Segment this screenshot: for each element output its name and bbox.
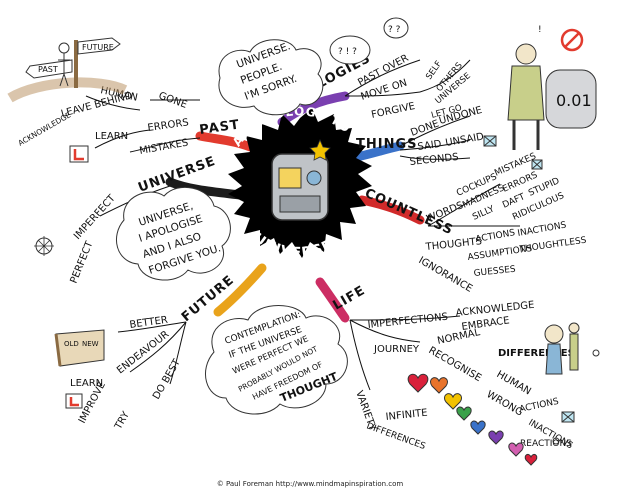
things-seconds: SECONDS (409, 152, 459, 168)
branch-label-past: PAST (198, 117, 240, 138)
branch-label-life: LIFE (331, 283, 369, 313)
envelope-icon-2 (531, 159, 543, 170)
branch-things: THINGS DONE UNDONE SAID UNSAID SECONDS 0… (356, 25, 597, 168)
svg-text:!: ! (538, 25, 542, 35)
branch-past: PAST HUMAN GONE LEAVE BEHIND ACKNOWLEDGE… (7, 37, 241, 163)
future-endeavour: ENDEAVOUR (115, 329, 171, 376)
signpost-image: PAST FUTURE (7, 37, 128, 103)
countless-guesses: GUESSES (473, 265, 516, 279)
star-icon (309, 138, 331, 161)
branch-future: FUTURE BETTER ENDEAVOUR DO BEST LEARN IM… (54, 273, 237, 432)
life-actions: ACTIONS (519, 397, 560, 415)
life-normal: NORMAL (436, 327, 481, 347)
past-acknowledge: ACKNOWLEDGE (17, 110, 73, 148)
book-old: OLD (64, 340, 79, 348)
countless-inactions: INACTIONS (517, 220, 568, 238)
cloud-top: UNIVERSE. PEOPLE. I'M SORRY. (218, 39, 324, 116)
branch-label-things: THINGS (356, 137, 418, 152)
clock-readout: 0.01 (556, 91, 592, 110)
things-unsaid: UNSAID (445, 131, 485, 149)
sign-future: FUTURE (82, 43, 114, 52)
capsule-window (278, 167, 302, 189)
apologies-marks-1: ? ! ? (338, 47, 357, 57)
life-differences: DIFFERENCES (498, 348, 575, 359)
future-better: BETTER (129, 315, 169, 331)
life-human: HUMAN (495, 369, 533, 397)
branch-countless: COUNTLESS WORDS COCKUPS MISTAKES MADNESS… (362, 151, 587, 294)
future-do-best: DO BEST (151, 357, 183, 402)
capsule-dial (306, 170, 322, 186)
sign-past: PAST (38, 65, 58, 74)
person-with-clock-image: 0.01 ! (507, 25, 597, 150)
stem-life (315, 277, 350, 323)
life-differences-2: DIFFERENCES (365, 421, 427, 452)
book-image: OLD NEW (54, 329, 105, 367)
life-imperfections: IMPERFECTIONS (367, 312, 448, 331)
cloud-bottom: CONTEMPLATION: IF THE UNIVERSE WERE PERF… (205, 305, 348, 415)
things-done: DONE (409, 118, 440, 138)
life-journey: JOURNEY (373, 344, 420, 355)
future-try: TRY (113, 409, 133, 432)
stem-countless (357, 195, 425, 225)
capsule-panel (279, 195, 321, 213)
stem-future (213, 263, 267, 317)
things-said: SAID (417, 139, 443, 153)
past-errors: ERRORS (147, 117, 190, 134)
book-new: NEW (82, 340, 99, 348)
learner-plate-icon (69, 145, 89, 163)
countless-silly: SILLY (471, 204, 496, 223)
past-mistakes: MISTAKES (139, 138, 189, 157)
countless-actions: ACTIONS (475, 228, 516, 245)
people-image (544, 322, 580, 375)
learner-plate-icon-2 (65, 393, 83, 409)
future-learn: LEARN (70, 378, 103, 389)
stem-apologies (277, 91, 350, 127)
countless-ignorance: IGNORANCE (417, 255, 475, 295)
countless-thoughts: THOUGHTS (424, 236, 482, 253)
envelope-icon-3 (561, 411, 575, 423)
life-wrong: WRONG (485, 389, 525, 418)
past-gone: GONE (157, 90, 188, 110)
central-image: AN APOLOGY TO UNIVERSE (228, 104, 372, 261)
universe-perfect: PERFECT (69, 239, 96, 285)
cloud-left: UNIVERSE, I APOLOGISE AND I ALSO FORGIVE… (116, 186, 231, 281)
credit-text: © Paul Foreman http://www.mindmapinspira… (216, 480, 404, 488)
past-learn: LEARN (95, 131, 128, 142)
life-reactions: REACTIONS (520, 439, 572, 449)
hearts-chain-image (407, 373, 538, 466)
universe-imperfect: IMPERFECT (72, 192, 118, 242)
branch-life: LIFE IMPERFECTIONS ACKNOWLEDGE EMBRACE J… (331, 283, 600, 466)
life-acknowledge: ACKNOWLEDGE (455, 300, 535, 319)
past-leave-behind: LEAVE BEHIND (60, 90, 134, 120)
envelope-icon (483, 135, 497, 147)
apologies-marks-2: ? ? (388, 25, 401, 35)
life-infinite: INFINITE (385, 408, 428, 423)
apologies-forgive: FORGIVE (370, 101, 416, 121)
